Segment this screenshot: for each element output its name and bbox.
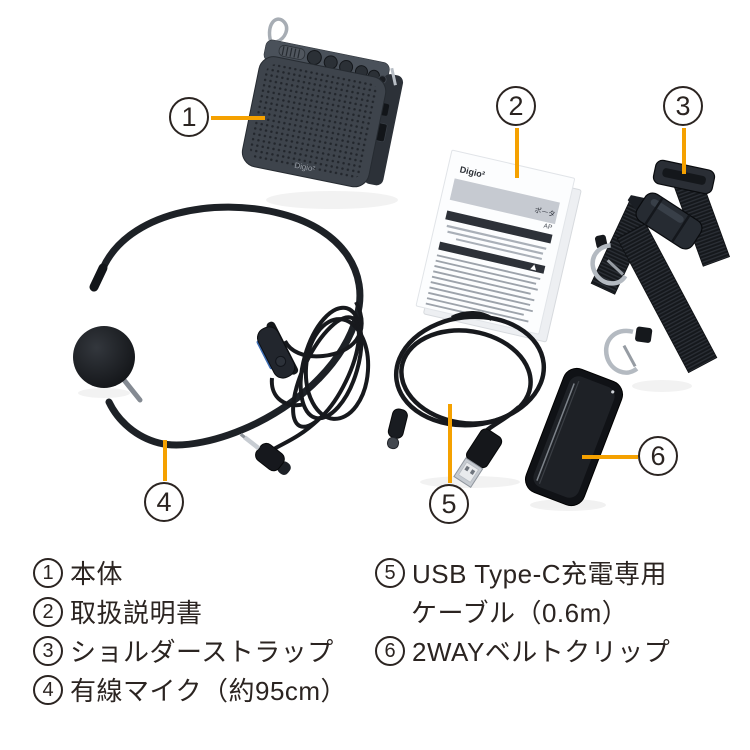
legend-item-number: 6: [375, 635, 405, 666]
headband-tip: [89, 263, 108, 292]
callout-badge-1: 1: [169, 97, 209, 137]
strap-hook-bottom: [603, 326, 653, 375]
callout-badge-2: 2: [496, 86, 536, 126]
cable-coil: [291, 305, 371, 429]
legend-item-label: 2WAYベルトクリップ: [412, 637, 671, 667]
belt-clip-illustration: [524, 367, 624, 507]
mic-joint: [121, 377, 143, 403]
audio-plug: [239, 433, 291, 475]
belt-clip-edge-highlight: [536, 383, 575, 481]
callout-line-2: [515, 128, 519, 178]
legend-item-6: 6 2WAYベルトクリップ: [375, 634, 670, 667]
callout-badge-6: 6: [638, 436, 678, 476]
usb-cable-illustration: [386, 311, 547, 489]
headband: [99, 203, 364, 449]
legend-item-2: 2 取扱説明書: [33, 595, 347, 628]
callout-line-6: [582, 455, 638, 459]
callout-line-3: [682, 128, 686, 174]
device-logo: Digio²: [294, 161, 317, 174]
manual-header-band: [449, 178, 560, 225]
usb-c-connector: [386, 408, 408, 450]
mic-windscreen: [73, 326, 135, 388]
belt-clip-edge-shade: [538, 380, 580, 484]
manual-model-fragment: AP: [543, 223, 553, 232]
strap-hook-left: [590, 234, 628, 286]
headset-mic-illustration: [73, 203, 371, 475]
speaker-grille: [250, 64, 379, 179]
headset-cable-tail: [272, 418, 320, 451]
legend-item-label: ケーブル（0.6m）: [411, 598, 629, 628]
legend-item-5: 5 USB Type-C充電専用: [375, 556, 670, 589]
strap-webbing-main: [616, 222, 718, 374]
legend-item-label: USB Type-C充電専用: [412, 559, 668, 589]
manual-section-bar-2: [438, 241, 546, 274]
belt-clip-face: [533, 376, 615, 498]
legend-item-number: 1: [33, 557, 63, 588]
inline-remote: [256, 321, 299, 379]
legend-item-number: 3: [33, 635, 63, 666]
legend-item-number: 4: [33, 674, 63, 705]
callout-number: 5: [441, 488, 457, 519]
legend-item-number: 2: [33, 596, 63, 627]
legend-item-label: 有線マイク（約95cm）: [70, 676, 348, 706]
legend-left-column: 1 本体 2 取扱説明書 3 ショルダーストラップ 4 有線マイク（約95cm）: [33, 556, 347, 712]
legend-item-5-line2: ケーブル（0.6m）: [411, 595, 670, 628]
legend-right-column: 5 USB Type-C充電専用 ケーブル（0.6m） 6 2WAYベルトクリッ…: [375, 556, 670, 673]
callout-number: 2: [508, 90, 524, 121]
usb-a-connector: [453, 428, 503, 489]
strap-adjuster: [652, 159, 716, 195]
callout-line-1: [211, 116, 265, 120]
manual-section-bar-1: [445, 210, 553, 244]
belt-clip-glint: [611, 390, 615, 394]
callout-badge-3: 3: [663, 86, 703, 126]
legend-item-3: 3 ショルダーストラップ: [33, 634, 347, 667]
hanger-loop: [267, 17, 289, 44]
callout-badge-5: 5: [429, 484, 469, 524]
callout-badge-4: 4: [144, 482, 184, 522]
legend-item-4: 4 有線マイク（約95cm）: [33, 673, 347, 706]
legend-item-label: ショルダーストラップ: [70, 637, 334, 667]
headset-cable-mid: [269, 377, 306, 408]
manual-illustration: Digio² ポータ AP: [415, 149, 582, 343]
legend-item-number: 5: [375, 557, 405, 588]
photo-illustration: Digio² Digio² ポータ AP: [73, 17, 731, 511]
manual-text-lines-top: [446, 224, 547, 260]
callout-number: 1: [181, 101, 197, 132]
volume-wheel: [278, 44, 306, 60]
strap-buckle: [627, 192, 703, 250]
callout-number: 6: [650, 440, 666, 471]
callout-number: 3: [675, 90, 691, 121]
callout-line-5: [448, 404, 452, 483]
legend-item-1: 1 本体: [33, 556, 347, 589]
legend-item-label: 本体: [70, 559, 124, 589]
warning-icon: [530, 264, 537, 271]
legend-item-label: 取扱説明書: [70, 598, 203, 628]
callout-line-4: [163, 440, 167, 481]
callout-number: 4: [156, 486, 172, 517]
shoulder-strap-illustration: [590, 159, 731, 375]
main-unit-illustration: Digio²: [241, 17, 404, 188]
hanger-pin: [390, 67, 397, 86]
